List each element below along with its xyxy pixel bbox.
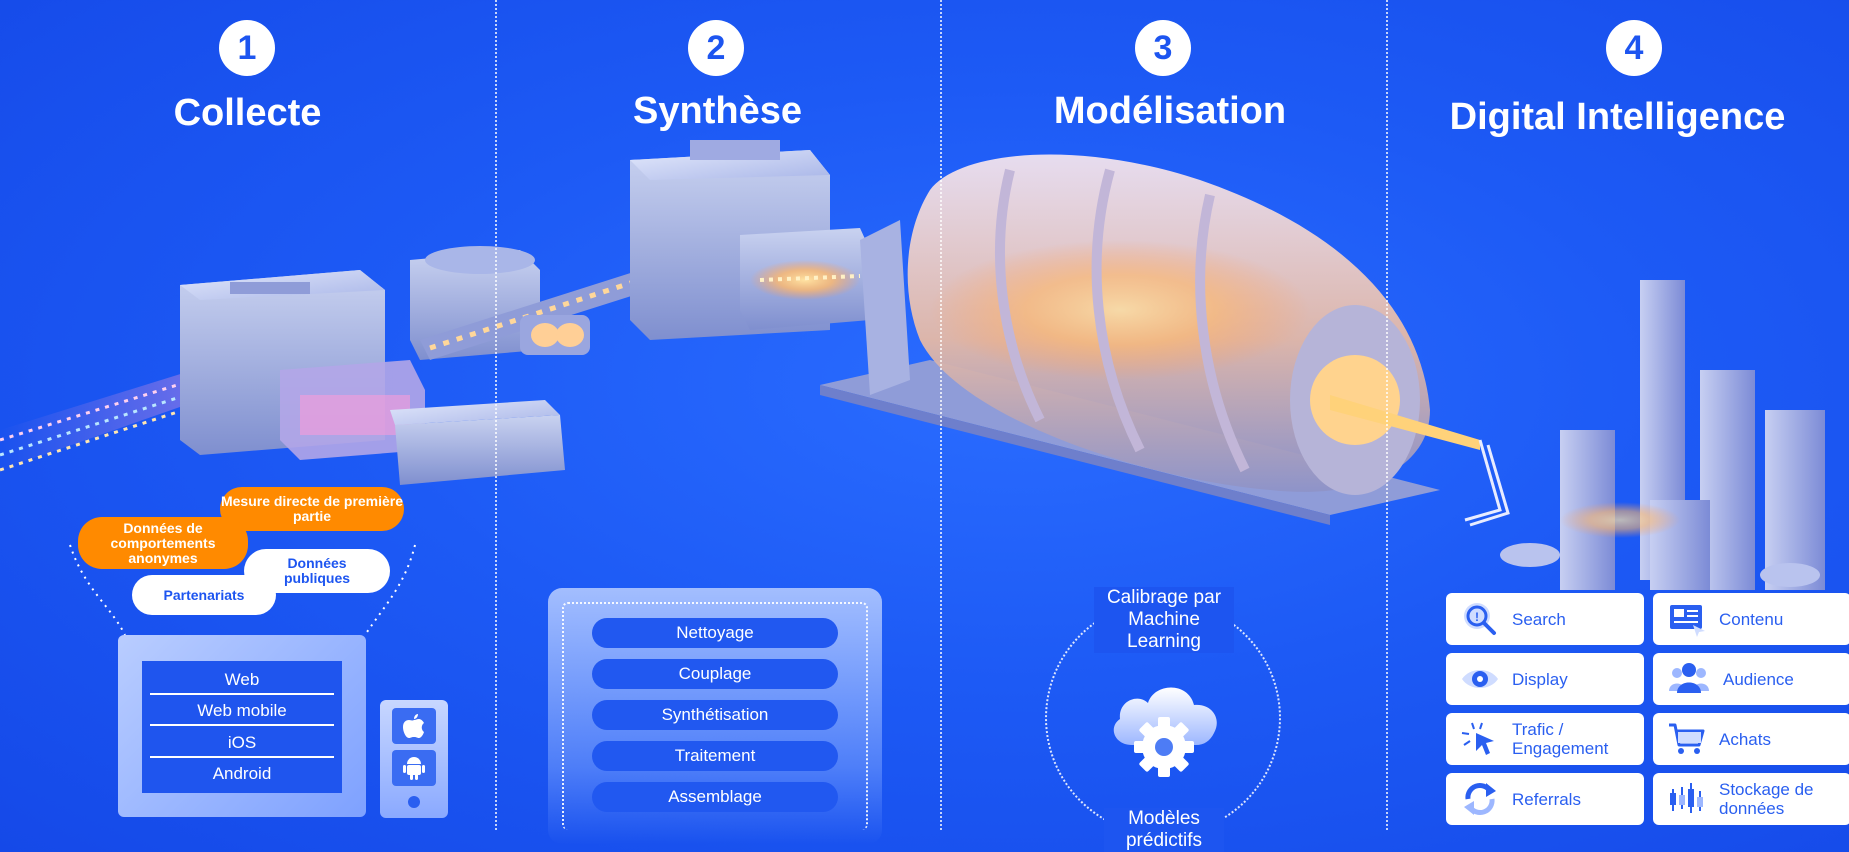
tile-achats[interactable]: Achats: [1653, 713, 1849, 765]
synthesis-steps: Nettoyage Couplage Synthétisation Traite…: [562, 602, 868, 830]
tile-contenu-label: Contenu: [1719, 609, 1784, 629]
source-partners: Partenariats: [132, 575, 276, 615]
platform-panel: Web Web mobile iOS Android: [118, 635, 366, 817]
tile-search-label: Search: [1512, 609, 1566, 629]
step-2-number: 2: [688, 20, 744, 76]
candlestick-icon: [1670, 783, 1703, 813]
synthesis-step-nettoyage: Nettoyage: [592, 618, 838, 648]
source-first-party: Mesure directe de première partie: [220, 487, 404, 531]
tile-trafic-label: Trafic / Engagement: [1512, 720, 1609, 758]
tile-trafic[interactable]: Trafic / Engagement: [1446, 713, 1644, 765]
cloud-gear-icon: [1113, 687, 1217, 777]
ml-calibration-label: Calibrage par Machine Learning: [1094, 587, 1234, 653]
apple-icon: [392, 708, 436, 744]
tile-display[interactable]: Display: [1446, 653, 1644, 705]
step-4-title: Digital Intelligence: [1449, 96, 1786, 138]
section-divider: [1386, 0, 1388, 830]
tile-stockage[interactable]: Stockage de données: [1653, 773, 1849, 825]
tile-referrals[interactable]: Referrals: [1446, 773, 1644, 825]
step-4-number: 4: [1606, 20, 1662, 76]
platform-item-web: Web: [150, 667, 334, 695]
step-3-number: 3: [1135, 20, 1191, 76]
step-1-title: Collecte: [173, 92, 322, 134]
step-2-title: Synthèse: [633, 90, 802, 132]
cart-icon: [1669, 723, 1705, 754]
tile-achats-label: Achats: [1719, 729, 1771, 749]
output-beam: [1330, 395, 1510, 527]
synthesis-step-assemblage: Assemblage: [592, 782, 838, 812]
tile-referrals-label: Referrals: [1512, 789, 1581, 809]
step-3-title: Modélisation: [1053, 90, 1287, 132]
synthesis-building: [630, 140, 870, 340]
synthesis-panel: Nettoyage Couplage Synthétisation Traite…: [548, 588, 882, 844]
reactor-building: [820, 154, 1440, 525]
platform-list: Web Web mobile iOS Android: [142, 661, 342, 793]
eye-icon: [1462, 670, 1498, 688]
refresh-icon: [1464, 783, 1496, 815]
conveyor-belt: [420, 270, 650, 360]
synthesis-step-traitement: Traitement: [592, 741, 838, 771]
platform-item-android: Android: [212, 764, 272, 784]
content-icon: [1670, 605, 1705, 637]
search-icon: !: [1464, 603, 1496, 635]
source-anonymous: Données de comportements anonymes: [78, 517, 248, 569]
tile-search[interactable]: ! Search: [1446, 593, 1644, 645]
synthesis-step-couplage: Couplage: [592, 659, 838, 689]
platform-item-web-mobile: Web mobile: [150, 698, 334, 727]
ml-models-label: Modèles prédictifs: [1104, 808, 1224, 852]
section-divider: [940, 0, 942, 830]
svg-text:!: !: [1475, 610, 1479, 624]
phone-device: [380, 700, 448, 818]
synthesis-step-synthetisation: Synthétisation: [592, 700, 838, 730]
platform-item-ios: iOS: [150, 730, 334, 758]
tile-stockage-label: Stockage de données: [1719, 780, 1814, 818]
home-button: [408, 796, 420, 808]
collect-building: [180, 246, 565, 485]
section-divider: [495, 0, 497, 830]
android-icon: [392, 750, 436, 786]
cursor-click-icon: [1461, 722, 1494, 755]
step-1-number: 1: [219, 20, 275, 76]
data-beam-left: [0, 340, 301, 472]
city-towers: [1500, 280, 1825, 590]
people-icon: [1669, 663, 1709, 693]
tile-audience-label: Audience: [1723, 669, 1794, 689]
tile-audience[interactable]: Audience: [1653, 653, 1849, 705]
tile-display-label: Display: [1512, 669, 1568, 689]
tile-contenu[interactable]: Contenu: [1653, 593, 1849, 645]
